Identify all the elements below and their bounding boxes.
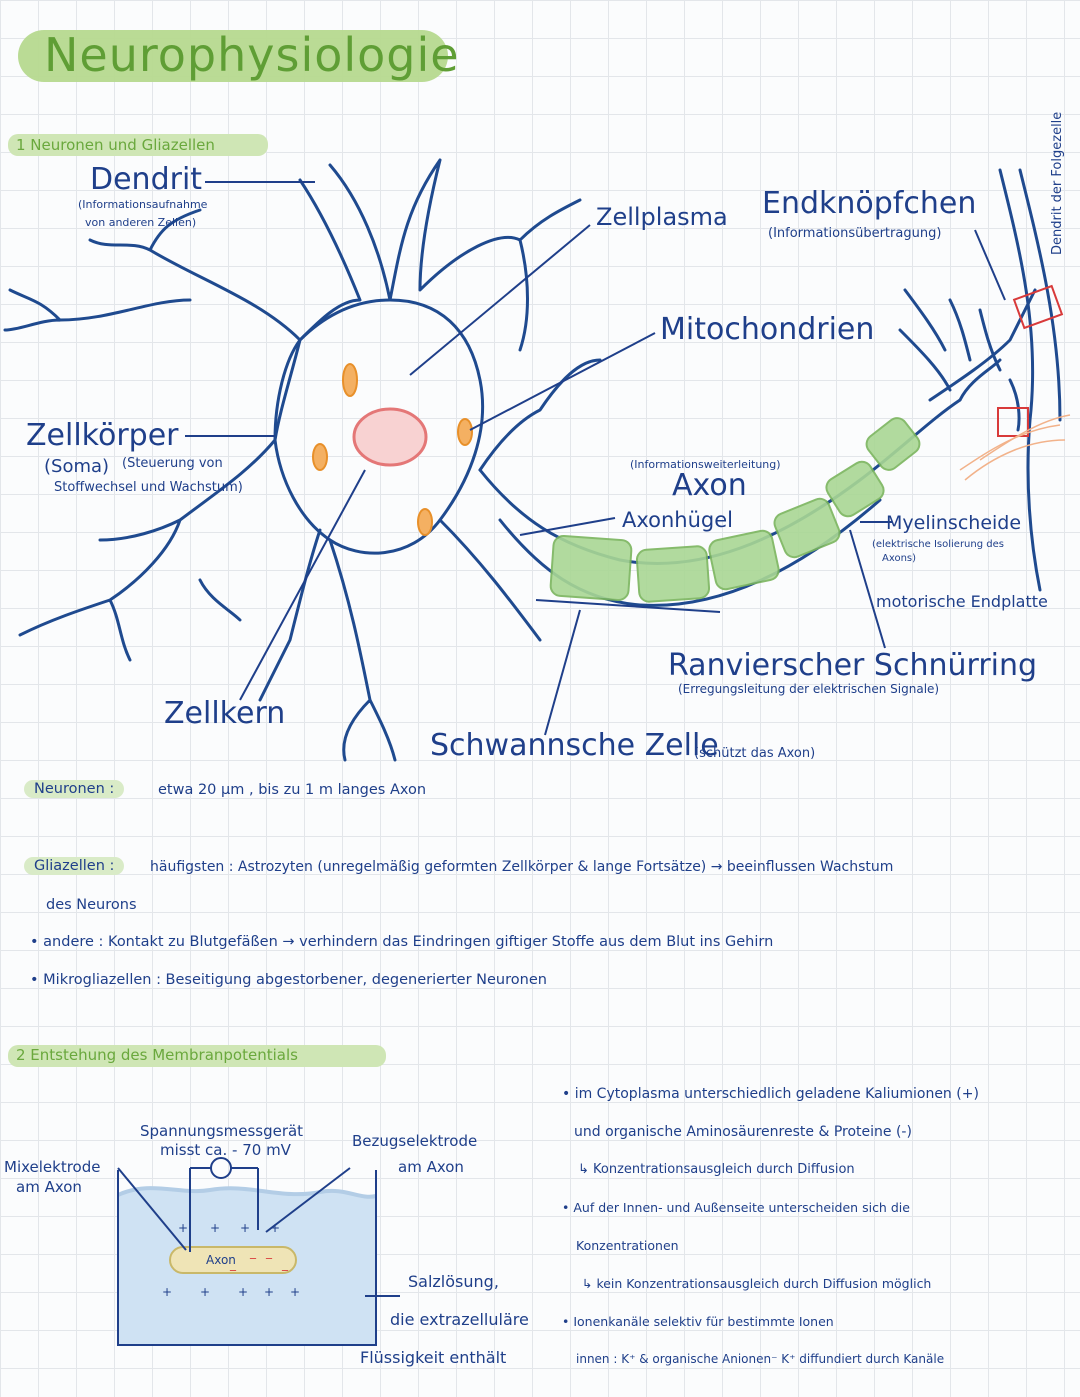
page-title: Neurophysiologie — [44, 28, 460, 82]
svg-text:+: + — [238, 1285, 248, 1299]
label-zellkoerper: Zellkörper — [26, 418, 179, 453]
note-line-7: • Ionenkanäle selektiv für bestimmte Ion… — [562, 1314, 834, 1329]
label-zellkoerper-note2: Stoffwechsel und Wachstum) — [54, 480, 243, 495]
label-motorische-endplatte: motorische Endplatte — [876, 592, 1048, 611]
label-dendrit-note1: (Informationsaufnahme — [78, 198, 208, 211]
label-endknoepfchen-note: (Informationsübertragung) — [768, 226, 942, 241]
label-dendrit-note2: von anderen Zellen) — [85, 216, 197, 229]
label-dendrit-folgezelle: Dendrit der Folgezelle — [1050, 111, 1065, 255]
mixelektrode-label1: Mixelektrode — [4, 1158, 101, 1176]
label-myelin-note2: Axons) — [882, 553, 917, 564]
svg-text:_: _ — [249, 1245, 257, 1259]
mixelektrode-label2: am Axon — [16, 1178, 82, 1196]
note-line-5: Konzentrationen — [576, 1238, 679, 1253]
svg-text:_: _ — [265, 1245, 273, 1259]
svg-text:+: + — [178, 1221, 188, 1235]
note-line-6: ↳ kein Konzentrationsausgleich durch Dif… — [582, 1276, 932, 1291]
axon-label: Axon — [206, 1253, 236, 1267]
neuron-diagram — [3, 158, 1071, 762]
glia-text2: des Neurons — [46, 897, 137, 913]
label-zellkoerper-note1: (Steuerung von — [122, 456, 223, 471]
note-line-8: innen : K⁺ & organische Anionen⁻ K⁺ diff… — [576, 1352, 945, 1366]
salzloesung-label2: die extrazelluläre — [390, 1310, 529, 1329]
label-schwann-note: (schützt das Axon) — [694, 746, 816, 761]
neuronen-text: etwa 20 µm , bis zu 1 m langes Axon — [158, 782, 427, 798]
svg-text:+: + — [290, 1285, 300, 1299]
svg-text:+: + — [264, 1285, 274, 1299]
label-myelin-note1: (elektrische Isolierung des — [872, 539, 1004, 550]
bullet-andere: • andere : Kontakt zu Blutgefäßen → verh… — [30, 934, 774, 950]
messgeraet-label2: misst ca. - 70 mV — [160, 1141, 291, 1159]
label-ranvier: Ranvierscher Schnürring — [668, 648, 1038, 683]
section2-highlight — [8, 1045, 386, 1067]
label-axon-note: (Informationsweiterleitung) — [630, 458, 781, 471]
label-endknoepfchen: Endknöpfchen — [762, 186, 977, 221]
section1-highlight — [8, 134, 268, 156]
glia-label: Gliazellen : — [24, 857, 125, 875]
note-line-3: ↳ Konzentrationsausgleich durch Diffusio… — [578, 1162, 855, 1177]
neuronen-label: Neuronen : — [24, 780, 125, 798]
section2-heading: 2 Entstehung des Membranpotentials — [16, 1046, 298, 1064]
section1-heading: 1 Neuronen und Gliazellen — [16, 136, 215, 154]
salzloesung-label1: Salzlösung, — [408, 1272, 499, 1291]
title-highlight — [18, 30, 448, 82]
svg-text:+: + — [240, 1221, 250, 1235]
label-axon: Axon — [672, 468, 747, 503]
label-mitochondrien: Mitochondrien — [660, 312, 875, 347]
svg-text:+: + — [210, 1221, 220, 1235]
glia-text1: häufigsten : Astrozyten (unregelmäßig ge… — [150, 859, 894, 875]
label-zellplasma: Zellplasma — [596, 203, 728, 231]
note-line-1: • im Cytoplasma unterschiedlich geladene… — [562, 1086, 979, 1102]
salzloesung-label3: Flüssigkeit enthält — [360, 1348, 507, 1367]
note-line-2: und organische Aminosäurenreste & Protei… — [574, 1124, 912, 1140]
label-zellkern: Zellkern — [164, 696, 286, 731]
label-dendrit: Dendrit — [90, 162, 203, 197]
svg-text:+: + — [270, 1221, 280, 1235]
svg-text:+: + — [200, 1285, 210, 1299]
bullet-mikroglia: • Mikrogliazellen : Beseitigung abgestor… — [30, 972, 547, 988]
bezugselektrode-label1: Bezugselektrode — [352, 1132, 478, 1150]
svg-text:+: + — [162, 1285, 172, 1299]
label-soma: (Soma) — [44, 456, 110, 477]
svg-text:_: _ — [281, 1257, 289, 1271]
label-myelinscheide: Myelinscheide — [886, 512, 1022, 534]
bezugselektrode-label2: am Axon — [398, 1158, 464, 1176]
note-line-4: • Auf der Innen- und Außenseite untersch… — [562, 1200, 910, 1215]
label-ranvier-note: (Erregungsleitung der elektrischen Signa… — [678, 682, 940, 696]
label-axonhuegel: Axonhügel — [622, 508, 734, 532]
label-schwann: Schwannsche Zelle — [430, 728, 719, 763]
messgeraet-label1: Spannungsmessgerät — [140, 1122, 304, 1140]
